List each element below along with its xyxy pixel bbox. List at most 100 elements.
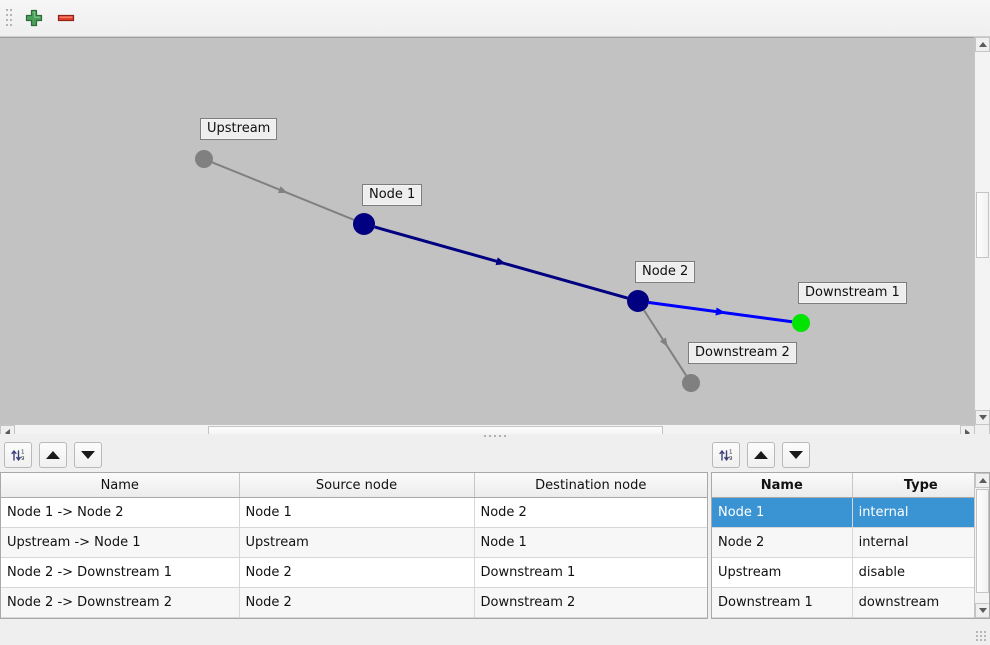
scroll-down-button[interactable] <box>975 410 990 425</box>
nodes-table-scrollbar[interactable] <box>974 473 989 618</box>
graph-node-downstream1[interactable] <box>792 314 810 332</box>
graph-edge-arrow-node2-downstream1 <box>715 307 726 316</box>
edges-table-cell[interactable]: Node 1 -> Node 2 <box>1 497 240 528</box>
edges-table-empty-cell <box>474 617 707 618</box>
window-resize-grip[interactable] <box>975 630 988 643</box>
nodes-table-cell[interactable]: Downstream 1 <box>712 587 853 618</box>
edges-move-up-button[interactable] <box>39 442 67 468</box>
edges-table-header-source-node[interactable]: Source node <box>239 473 475 498</box>
edges-table-cell[interactable]: Node 1 <box>239 497 475 528</box>
edges-sort-button[interactable]: 1 9 <box>4 442 32 468</box>
nodes-table-cell[interactable]: Upstream <box>712 557 853 588</box>
graph-node-node2[interactable] <box>627 290 649 312</box>
graph-vertical-scrollbar[interactable] <box>974 37 990 425</box>
edges-table-cell[interactable]: Node 2 <box>239 557 475 588</box>
nodes-table-scrollbar-thumb[interactable] <box>976 489 989 593</box>
nodes-table-cell[interactable]: internal <box>852 497 989 528</box>
nodes-move-up-button[interactable] <box>747 442 775 468</box>
add-node-button[interactable] <box>18 2 50 34</box>
graph-node-label-downstream1[interactable]: Downstream 1 <box>798 282 907 304</box>
edges-table-cell[interactable]: Downstream 2 <box>474 587 707 618</box>
graph-node-upstream[interactable] <box>195 150 213 168</box>
edges-table-cell[interactable]: Node 2 <box>239 587 475 618</box>
scroll-up-button[interactable] <box>975 473 989 488</box>
graph-node-downstream2[interactable] <box>682 374 700 392</box>
sort-icon: 1 9 <box>11 450 25 462</box>
graph-edge-arrow-node1-node2 <box>495 257 507 266</box>
edges-table-cell[interactable]: Downstream 1 <box>474 557 707 588</box>
nodes-toolbar: 1 9 <box>712 442 810 468</box>
edges-table-cell[interactable]: Node 2 -> Downstream 2 <box>1 587 240 618</box>
edges-table-header-destination-node[interactable]: Destination node <box>474 473 707 498</box>
edges-toolbar: 1 9 <box>4 442 102 468</box>
svg-text:1: 1 <box>21 450 25 456</box>
edges-table-cell[interactable]: Upstream <box>239 527 475 558</box>
edges-table-cell[interactable]: Node 2 -> Downstream 1 <box>1 557 240 588</box>
remove-node-button[interactable] <box>50 2 82 34</box>
graph-edges-layer <box>195 150 810 392</box>
graph-node-label-node1[interactable]: Node 1 <box>362 184 423 206</box>
triangle-up-icon <box>754 451 768 459</box>
nodes-table-cell[interactable]: internal <box>852 527 989 558</box>
nodes-table-cell[interactable]: Node 2 <box>712 527 853 558</box>
edges-table-header-name[interactable]: Name <box>1 473 240 498</box>
triangle-up-icon <box>978 478 987 483</box>
scroll-up-button[interactable] <box>975 37 990 52</box>
plus-icon <box>25 9 43 27</box>
graph-node-node1[interactable] <box>353 213 375 235</box>
edges-table-empty-cell <box>1 617 240 618</box>
graph-node-label-node2[interactable]: Node 2 <box>635 261 696 283</box>
nodes-table-empty-row <box>712 617 989 618</box>
sort-icon: 1 9 <box>719 450 733 462</box>
toolbar-drag-handle[interactable] <box>4 7 14 29</box>
triangle-down-icon <box>978 415 987 420</box>
graph-node-label-downstream2[interactable]: Downstream 2 <box>688 342 797 364</box>
nodes-sort-button[interactable]: 1 9 <box>712 442 740 468</box>
nodes-table-cell[interactable]: disable <box>852 557 989 588</box>
nodes-table-cell[interactable]: Node 1 <box>712 497 853 528</box>
edges-move-down-button[interactable] <box>74 442 102 468</box>
edges-table-cell[interactable]: Upstream -> Node 1 <box>1 527 240 558</box>
graph-edge-arrow-upstream-node1 <box>278 186 288 193</box>
svg-text:9: 9 <box>729 456 733 462</box>
edges-table-empty-row <box>1 617 707 618</box>
edges-table-cell[interactable]: Node 2 <box>474 497 707 528</box>
graph-node-label-upstream[interactable]: Upstream <box>200 118 278 140</box>
panel-splitter[interactable] <box>0 434 990 440</box>
triangle-up-icon <box>978 42 987 47</box>
nodes-table-cell[interactable]: downstream <box>852 587 989 618</box>
status-bar <box>0 621 990 645</box>
minus-icon <box>57 14 75 22</box>
graph-vscrollbar-thumb[interactable] <box>976 192 989 258</box>
scroll-down-button[interactable] <box>975 603 989 618</box>
svg-text:1: 1 <box>729 450 733 456</box>
nodes-table-header-type[interactable]: Type <box>852 473 989 498</box>
svg-text:9: 9 <box>21 456 25 462</box>
edges-table-cell[interactable]: Node 1 <box>474 527 707 558</box>
triangle-left-icon <box>5 428 10 437</box>
nodes-table-empty-cell <box>712 617 853 618</box>
nodes-move-down-button[interactable] <box>782 442 810 468</box>
nodes-table-header-name[interactable]: Name <box>712 473 853 498</box>
graph-edge-arrow-node2-downstream2 <box>659 337 668 347</box>
splitter-grip-dots <box>484 435 506 437</box>
